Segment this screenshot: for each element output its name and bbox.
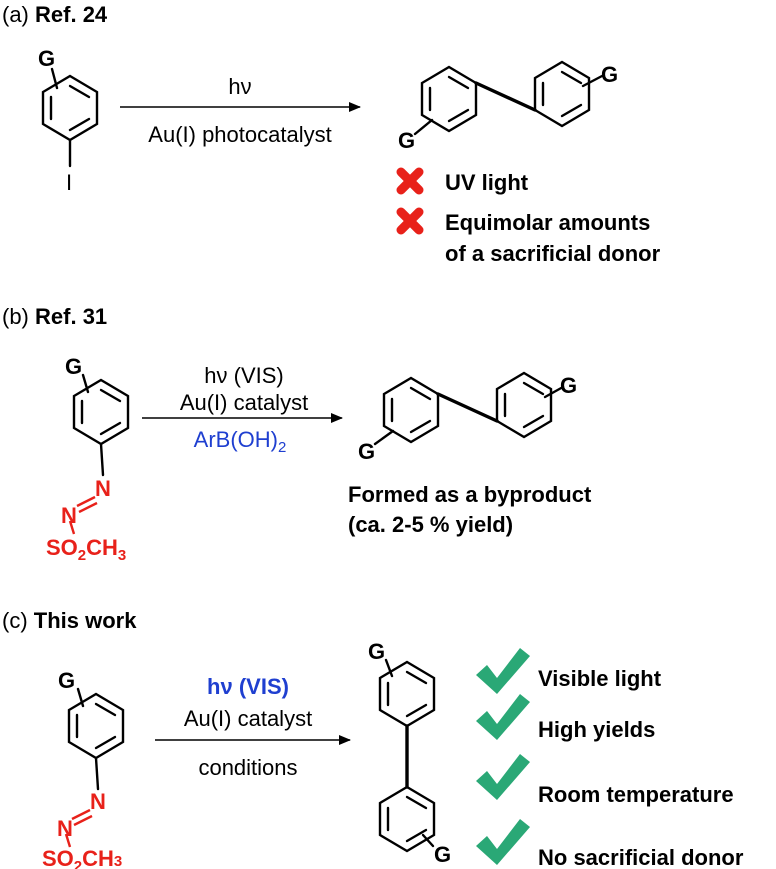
red-cross-icon: [396, 167, 424, 195]
substituent-g: G: [38, 46, 55, 71]
green-check-icon: [476, 648, 530, 694]
biaryl-product-structure: G G: [358, 371, 577, 464]
pro-item: Room temperature: [538, 782, 734, 807]
benzene-ring: [378, 785, 436, 853]
azo-nitrogen: N: [95, 476, 111, 501]
azosulfone-structure: G N N SO2CH3: [42, 668, 125, 869]
pros-list: Visible light High yields Room temperatu…: [476, 648, 744, 869]
azo-nitrogen: N: [90, 789, 106, 814]
azosulfone-structure: G N N SO2CH3: [46, 354, 130, 564]
red-cross-icon: [396, 207, 424, 235]
biaryl-product-structure: G G: [368, 639, 451, 867]
substituent-g: G: [58, 668, 75, 693]
product-substituent-g: G: [601, 62, 618, 87]
product-substituent-g: G: [368, 639, 385, 664]
product-substituent-g: G: [434, 842, 451, 867]
biaryl-product-structure: G G: [398, 60, 618, 153]
arrow-condition-3: conditions: [198, 755, 297, 780]
green-check-icon: [476, 819, 530, 865]
benzene-ring: [495, 371, 553, 439]
panel-c: (c) This work G N N SO2CH3 hν (VIS) Au(I…: [2, 608, 744, 869]
pro-item: Visible light: [538, 666, 662, 691]
product-substituent-g: G: [398, 128, 415, 153]
pro-item: High yields: [538, 717, 655, 742]
byproduct-note: Formed as a byproduct: [348, 482, 592, 507]
yield-note: (ca. 2-5 % yield): [348, 512, 513, 537]
sulfonyl-group: SO2CH3: [42, 846, 122, 869]
aryl-iodide-structure: G I: [38, 46, 99, 195]
arrow-condition-2: Au(I) catalyst: [180, 390, 308, 415]
substituent-g: G: [65, 354, 82, 379]
panel-b: (b) Ref. 31 G N N SO2CH3 hν (VIS) Au(I) …: [2, 304, 592, 564]
con-item: Equimolar amounts: [445, 210, 650, 235]
product-substituent-g: G: [358, 439, 375, 464]
panel-b-label: (b) Ref. 31: [2, 304, 107, 329]
panel-a: (a) Ref. 24 G I hν Au(I) photocatalyst: [2, 2, 661, 266]
panel-c-label: (c) This work: [2, 608, 137, 633]
con-item: UV light: [445, 170, 529, 195]
pro-item: No sacrificial donor: [538, 845, 744, 869]
arrow-condition-top: hν: [228, 74, 251, 99]
cons-list: UV light Equimolar amounts of a sacrific…: [396, 167, 661, 266]
arrow-condition-3: ArB(OH)2: [194, 427, 287, 456]
iodine-label: I: [66, 170, 72, 195]
benzene-ring: [533, 60, 591, 128]
azo-nitrogen: N: [57, 816, 73, 841]
azo-nitrogen: N: [61, 503, 77, 528]
arrow-condition-1: hν (VIS): [204, 363, 283, 388]
substituent-bond: [50, 67, 59, 90]
green-check-icon: [476, 694, 530, 740]
sulfonyl-group: SO2CH3: [46, 535, 126, 564]
product-substituent-g: G: [560, 373, 577, 398]
panel-a-label: (a) Ref. 24: [2, 2, 108, 27]
arrow-condition-1: hν (VIS): [207, 674, 289, 699]
con-item: of a sacrificial donor: [445, 241, 661, 266]
arrow-condition-bottom: Au(I) photocatalyst: [148, 122, 331, 147]
arrow-condition-2: Au(I) catalyst: [184, 706, 312, 731]
green-check-icon: [476, 754, 530, 800]
